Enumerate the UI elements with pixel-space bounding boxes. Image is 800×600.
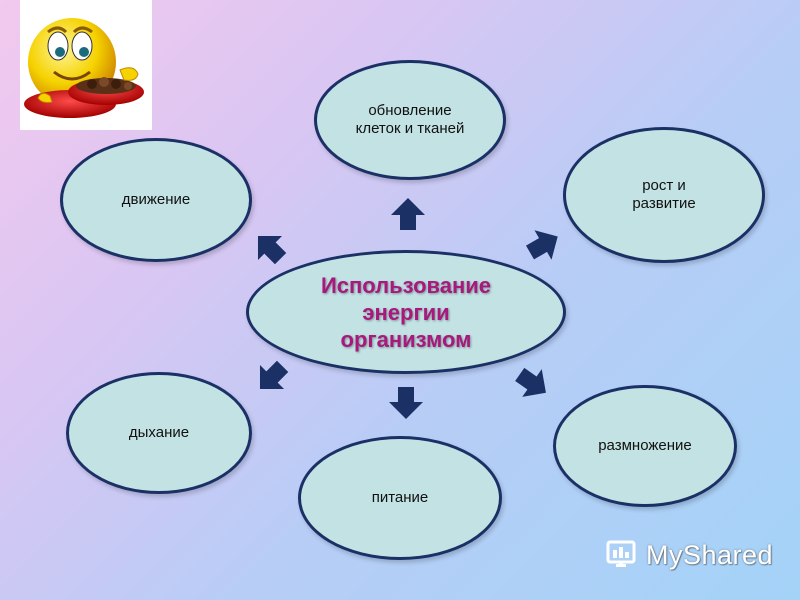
node-movement-label: движение [121, 191, 191, 208]
node-reproduction-label: размножение [598, 437, 692, 454]
arrow-up-left [245, 223, 293, 271]
watermark-text: MyShared [646, 539, 774, 570]
myshared-watermark: MyShared [606, 535, 773, 575]
node-nutrition: питание [298, 436, 502, 560]
arrow-down [389, 387, 423, 419]
node-reproduction: размножение [553, 385, 737, 507]
myshared-logo-icon [606, 540, 636, 567]
node-breathing: дыхание [66, 372, 252, 494]
node-breathing-label: дыхание [128, 424, 190, 441]
arrow-up-right [521, 221, 567, 268]
arrow-down-right [509, 360, 556, 407]
arrow-down-left [247, 354, 295, 402]
node-center: Использование энергии организмом [246, 250, 566, 374]
node-nutrition-label: питание [371, 489, 429, 506]
node-update-cells-label: обновление клеток и тканей [355, 102, 465, 137]
arrow-up [391, 198, 425, 230]
smiley-with-chocolates-icon [20, 0, 152, 130]
node-update-cells: обновление клеток и тканей [314, 60, 506, 180]
node-center-label: Использование энергии организмом [320, 272, 492, 352]
node-growth: рост и развитие [563, 127, 765, 263]
node-movement: движение [60, 138, 252, 262]
node-growth-label: рост и развитие [632, 177, 696, 212]
